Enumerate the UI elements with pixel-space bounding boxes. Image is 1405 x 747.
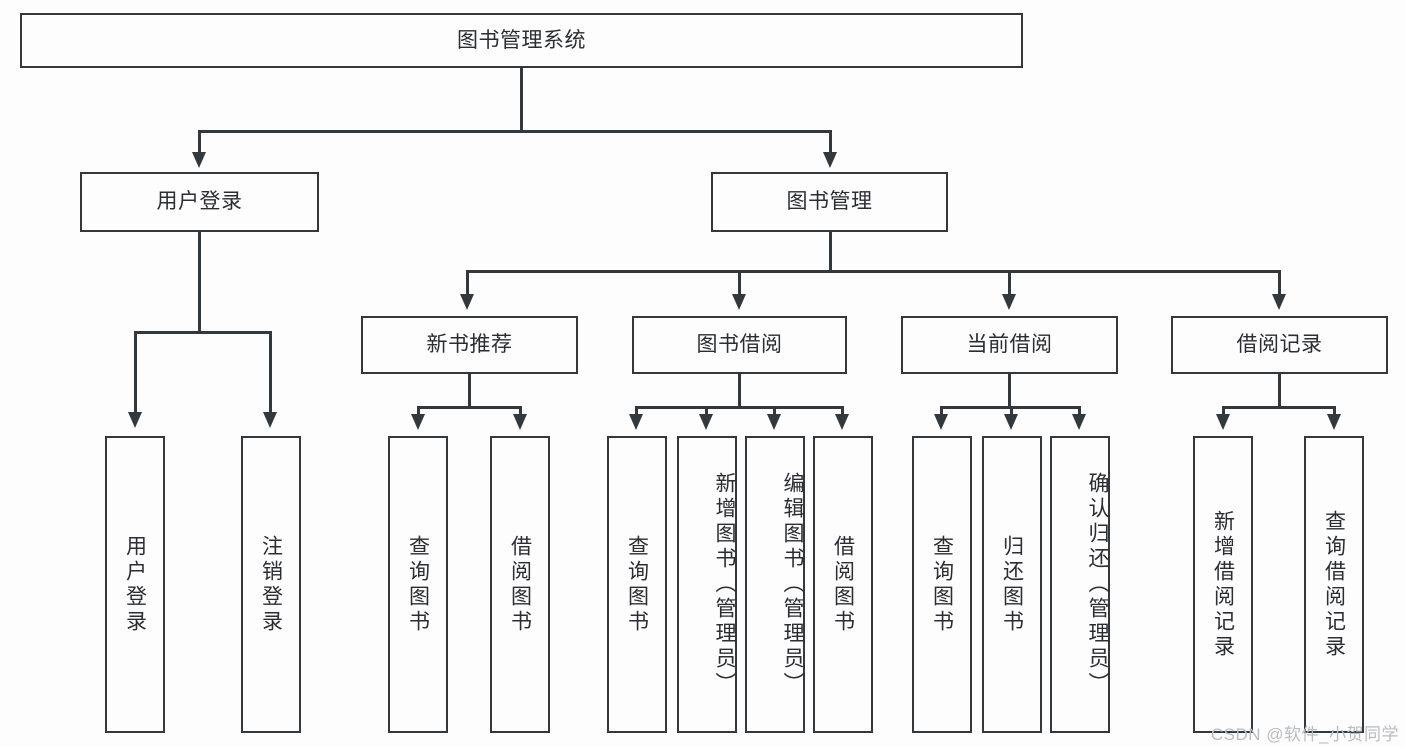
arrow-to-current-borrow — [1002, 294, 1016, 310]
leaf-return-book[interactable]: 归还图书 — [982, 436, 1042, 733]
leaf-query-book-1[interactable]: 查询图书 — [388, 436, 448, 733]
connector-borrow-record-bus — [1222, 406, 1336, 409]
connector-borrow-record-stem — [1278, 374, 1281, 408]
leaf-query-book-2[interactable]: 查询图书 — [607, 436, 667, 733]
leaf-logout-login[interactable]: 注销登录 — [241, 436, 301, 733]
connector-root-stem — [520, 68, 523, 132]
arrow-br-leaf-1 — [1216, 414, 1230, 430]
leaf-query-record[interactable]: 查询借阅记录 — [1304, 436, 1364, 733]
node-label: 新增图书（管理员） — [713, 472, 736, 697]
connector-level3-bus — [466, 270, 1281, 273]
node-label: 确认归还（管理员） — [1086, 472, 1109, 697]
node-label: 注销登录 — [259, 534, 283, 635]
arrow-br-leaf-2 — [1327, 414, 1341, 430]
connector-cb-drop-1 — [940, 406, 943, 418]
node-label: 借阅图书 — [508, 534, 532, 635]
connector-user-login-bus — [134, 331, 272, 334]
connector-user-login-drop-1 — [134, 331, 137, 416]
node-label: 借阅图书 — [831, 534, 855, 635]
connector-nbr-drop-2 — [519, 406, 522, 418]
connector-book-management-stem — [829, 232, 832, 272]
leaf-add-record[interactable]: 新增借阅记录 — [1193, 436, 1253, 733]
leaf-borrow-book-1[interactable]: 借阅图书 — [490, 436, 550, 733]
connector-new-book-recommend-stem — [468, 374, 471, 408]
connector-to-current-borrow — [1008, 270, 1011, 298]
connector-user-login-drop-2 — [269, 331, 272, 416]
node-label: 借阅记录 — [1236, 333, 1323, 357]
connector-bb-drop-4 — [841, 406, 844, 418]
arrow-user-login-leaf-1 — [128, 412, 142, 428]
node-label: 用户登录 — [156, 190, 243, 214]
leaf-edit-book[interactable]: 编辑图书（管理员） — [745, 436, 805, 733]
arrow-to-new-book-recommend — [460, 294, 474, 310]
node-borrow-record[interactable]: 借阅记录 — [1171, 316, 1388, 374]
node-book-management-system[interactable]: 图书管理系统 — [20, 13, 1023, 68]
arrow-cb-leaf-2 — [1004, 414, 1018, 430]
node-book-management[interactable]: 图书管理 — [711, 172, 948, 232]
connector-to-book-borrow — [738, 270, 741, 298]
arrow-bb-leaf-4 — [835, 414, 849, 430]
node-label: 查询图书 — [625, 534, 649, 635]
node-label: 查询图书 — [406, 534, 430, 635]
arrow-root-to-user-login — [192, 152, 206, 168]
node-current-borrow[interactable]: 当前借阅 — [901, 316, 1118, 374]
arrow-to-borrow-record — [1272, 294, 1286, 310]
connector-user-login-stem — [198, 232, 201, 333]
connector-to-new-book-recommend — [466, 270, 469, 298]
node-label: 当前借阅 — [966, 333, 1053, 357]
connector-bb-drop-3 — [773, 406, 776, 418]
node-label: 新增借阅记录 — [1211, 509, 1235, 660]
connector-new-book-recommend-bus — [417, 406, 522, 409]
arrow-to-book-borrow — [732, 294, 746, 310]
node-label: 图书管理系统 — [457, 28, 586, 52]
node-label: 新书推荐 — [426, 333, 513, 357]
connector-book-borrow-stem — [738, 374, 741, 408]
node-book-borrow[interactable]: 图书借阅 — [632, 316, 847, 374]
connector-to-borrow-record — [1278, 270, 1281, 298]
leaf-borrow-book-2[interactable]: 借阅图书 — [813, 436, 873, 733]
connector-br-drop-2 — [1333, 406, 1336, 418]
node-user-login[interactable]: 用户登录 — [80, 172, 319, 232]
node-label: 图书借阅 — [696, 333, 783, 357]
connector-root-to-book-management — [829, 130, 832, 156]
node-label: 图书管理 — [786, 190, 873, 214]
arrow-bb-leaf-1 — [629, 414, 643, 430]
node-label: 查询图书 — [930, 534, 954, 635]
connector-br-drop-1 — [1222, 406, 1225, 418]
connector-current-borrow-stem — [1008, 374, 1011, 408]
arrow-nbr-leaf-2 — [513, 414, 527, 430]
node-label: 归还图书 — [1000, 534, 1024, 635]
connector-bb-drop-2 — [705, 406, 708, 418]
arrow-nbr-leaf-1 — [411, 414, 425, 430]
arrow-user-login-leaf-2 — [263, 412, 277, 428]
connector-bb-drop-1 — [635, 406, 638, 418]
connector-nbr-drop-1 — [417, 406, 420, 418]
connector-root-bus — [198, 130, 832, 133]
connector-cb-drop-3 — [1078, 406, 1081, 418]
leaf-user-login[interactable]: 用户登录 — [105, 436, 165, 733]
leaf-confirm-return[interactable]: 确认归还（管理员） — [1050, 436, 1110, 733]
node-label: 编辑图书（管理员） — [781, 472, 804, 697]
connector-book-borrow-bus — [635, 406, 843, 409]
arrow-bb-leaf-2 — [699, 414, 713, 430]
node-new-book-recommend[interactable]: 新书推荐 — [361, 316, 578, 374]
arrow-bb-leaf-3 — [767, 414, 781, 430]
arrow-cb-leaf-1 — [934, 414, 948, 430]
node-label: 查询借阅记录 — [1322, 509, 1346, 660]
csdn-watermark: CSDN @软件_小贺同学 — [1210, 725, 1399, 744]
connector-root-to-user-login — [198, 130, 201, 156]
node-label: 用户登录 — [123, 534, 147, 635]
leaf-query-book-3[interactable]: 查询图书 — [912, 436, 972, 733]
arrow-root-to-book-management — [823, 152, 837, 168]
arrow-cb-leaf-3 — [1072, 414, 1086, 430]
connector-cb-drop-2 — [1010, 406, 1013, 418]
leaf-add-book[interactable]: 新增图书（管理员） — [677, 436, 737, 733]
